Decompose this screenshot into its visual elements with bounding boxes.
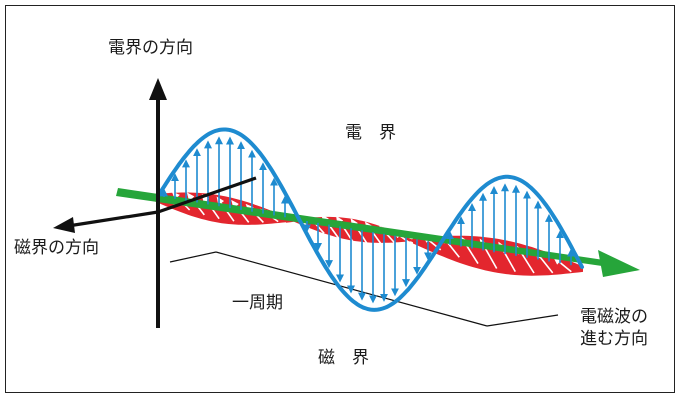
magnetic-field-label: 磁 界 — [318, 348, 369, 368]
magnetic-axis-arrow — [53, 176, 257, 233]
propagation-arrow — [116, 188, 640, 277]
diagram-frame — [5, 5, 675, 393]
electric-field-label: 電 界 — [345, 123, 396, 143]
propagation-label-line2: 進む方向 — [580, 329, 648, 349]
electric-axis-label: 電界の方向 — [108, 38, 193, 58]
propagation-label-line1: 電磁波の — [580, 307, 648, 327]
electric-wave-curve — [156, 127, 584, 312]
magnetic-axis-label: 磁界の方向 — [14, 238, 99, 258]
magnetic-arrow — [535, 250, 554, 274]
magnetic-arrow — [553, 256, 572, 273]
period-label: 一周期 — [232, 293, 283, 313]
